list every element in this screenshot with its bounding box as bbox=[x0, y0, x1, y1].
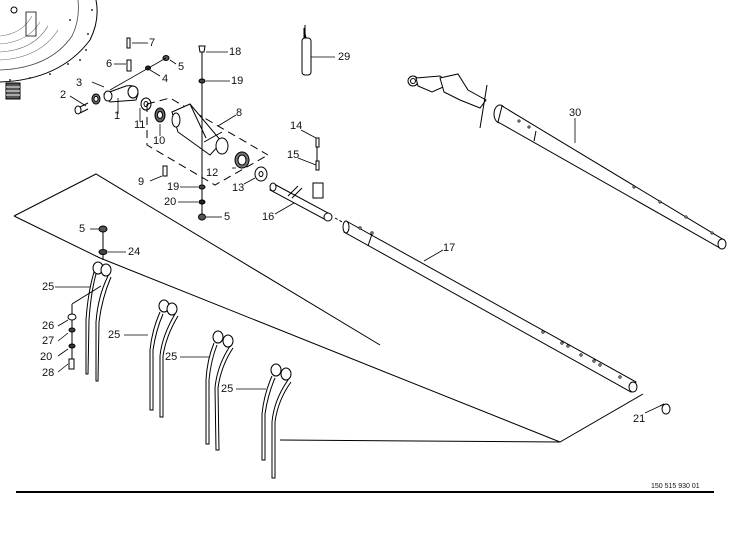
callout-12: 12 bbox=[206, 167, 219, 179]
double-tine-1 bbox=[68, 226, 111, 381]
callout-15: 15 bbox=[287, 149, 300, 161]
callout-1: 1 bbox=[114, 110, 121, 122]
callout-26: 26 bbox=[42, 320, 55, 332]
callout-5-bottom: 5 bbox=[224, 211, 231, 223]
callout-11: 11 bbox=[134, 119, 146, 131]
callout-6: 6 bbox=[106, 58, 113, 70]
callout-18: 18 bbox=[229, 46, 242, 58]
double-tine-4 bbox=[262, 364, 291, 478]
assembly-outline bbox=[14, 174, 643, 442]
callout-20-tine: 20 bbox=[40, 351, 53, 363]
callout-2: 2 bbox=[60, 89, 67, 101]
tine-arm-tube bbox=[343, 221, 670, 414]
callout-25-b: 25 bbox=[108, 329, 121, 341]
double-tine-3 bbox=[206, 331, 233, 450]
callout-4: 4 bbox=[162, 73, 169, 85]
document-number: 150 515 930 01 bbox=[651, 483, 700, 490]
callout-10: 10 bbox=[153, 135, 166, 147]
callout-7: 7 bbox=[149, 37, 156, 49]
callout-24: 24 bbox=[128, 246, 141, 258]
callout-5-top: 5 bbox=[178, 61, 185, 73]
complete-tine-arm bbox=[408, 74, 726, 249]
double-tine-2 bbox=[150, 300, 178, 417]
callout-25-a: 25 bbox=[42, 281, 55, 293]
callout-27: 27 bbox=[42, 335, 55, 347]
callout-5-tine: 5 bbox=[79, 223, 86, 235]
callout-19-bottom: 19 bbox=[167, 181, 180, 193]
bolt-stack bbox=[199, 46, 206, 220]
callout-8: 8 bbox=[236, 107, 243, 119]
crank-arm-assembly bbox=[75, 38, 169, 114]
callout-25-c: 25 bbox=[165, 351, 178, 363]
callout-14: 14 bbox=[290, 120, 303, 132]
callout-3: 3 bbox=[76, 77, 83, 89]
callout-20-top: 20 bbox=[164, 196, 177, 208]
bearing-housing-assembly bbox=[147, 98, 268, 185]
callout-9: 9 bbox=[138, 176, 145, 188]
rotor-hub bbox=[0, 0, 97, 99]
tube-stub bbox=[270, 138, 344, 223]
leader-lines bbox=[55, 43, 660, 413]
callout-25-d: 25 bbox=[221, 383, 234, 395]
callout-21: 21 bbox=[633, 413, 646, 425]
callout-28: 28 bbox=[42, 367, 55, 379]
callout-19-top: 19 bbox=[231, 75, 244, 87]
grease-cartridge bbox=[302, 25, 311, 75]
callout-13: 13 bbox=[232, 182, 245, 194]
callout-17: 17 bbox=[443, 242, 456, 254]
callout-16: 16 bbox=[262, 211, 275, 223]
callout-30: 30 bbox=[569, 107, 582, 119]
callout-29: 29 bbox=[338, 51, 351, 63]
